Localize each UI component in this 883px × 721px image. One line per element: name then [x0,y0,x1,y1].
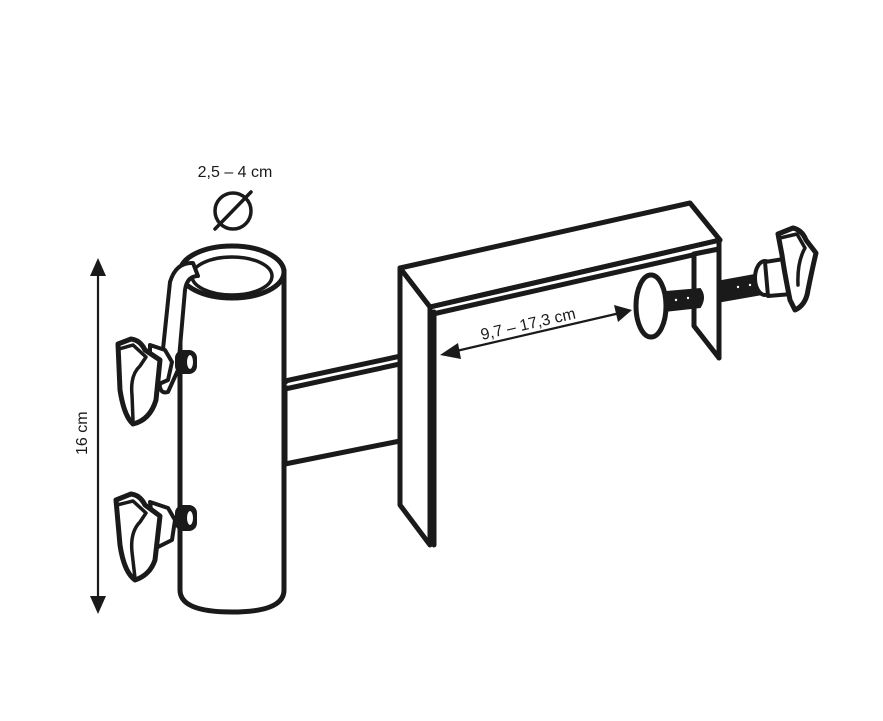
arrow-up-icon [90,258,106,276]
clamp-range-dimension: 9,7 – 17,3 cm [440,305,632,359]
diameter-icon [213,190,253,231]
diameter-label: 2,5 – 4 cm [198,164,273,181]
arrow-right-icon [614,305,632,322]
arrow-down-icon [90,596,106,614]
tube [177,243,287,615]
arrow-left-icon [440,343,461,359]
upper-wing-knob [115,260,200,427]
arm [282,351,413,467]
clamp-range-label: 9,7 – 17,3 cm [479,306,577,344]
clamp-range-line [451,311,621,354]
u-bracket [397,200,723,548]
height-label: 16 cm [74,411,91,455]
lower-wing-knob [113,491,197,583]
pressure-plate [633,272,704,340]
height-dimension: 16 cm [74,258,106,614]
diameter-dimension: 2,5 – 4 cm [198,164,273,231]
clamp-knob [721,225,819,313]
